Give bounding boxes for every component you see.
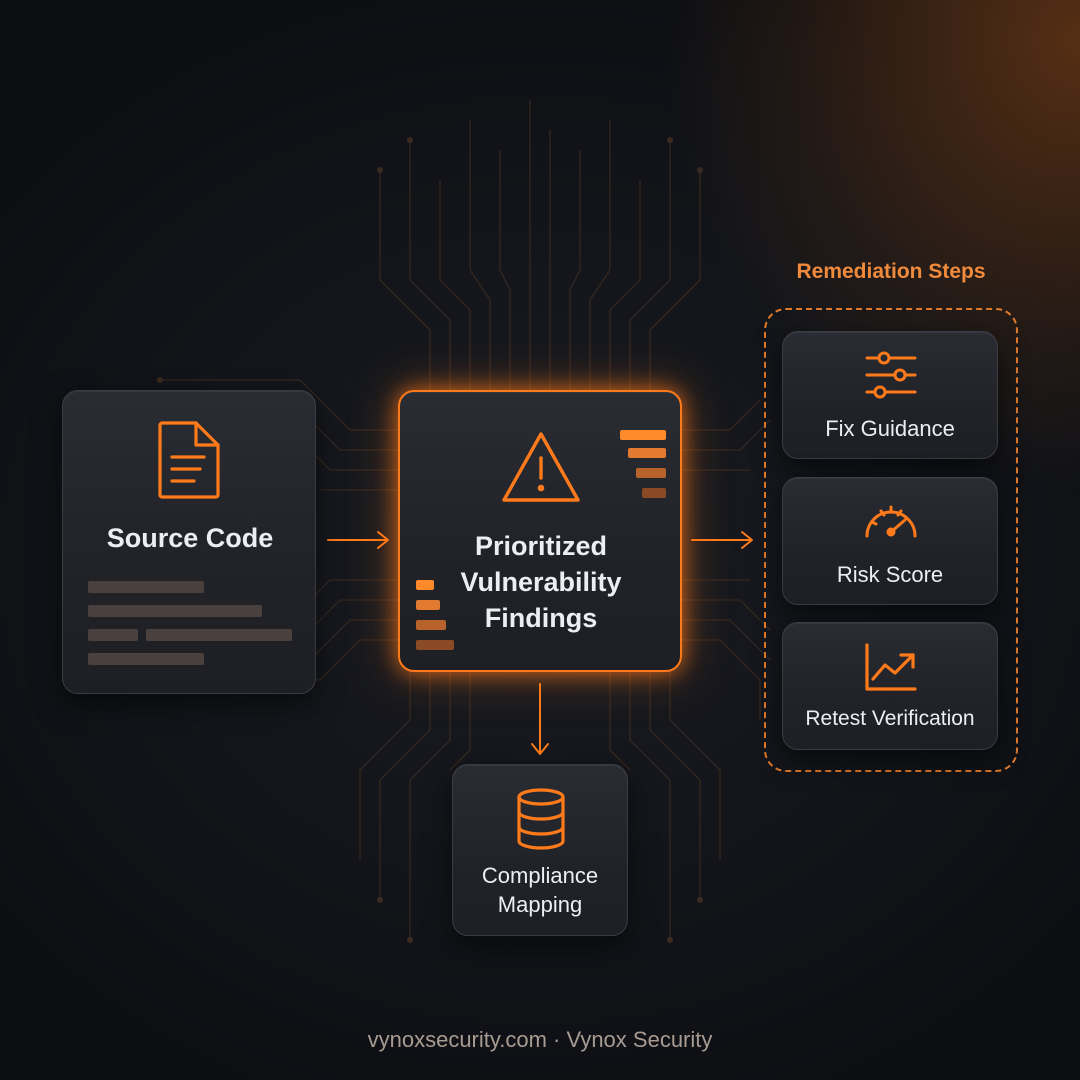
fix-guidance-label: Fix Guidance [825, 416, 955, 441]
compliance-title-line: Compliance [481, 863, 599, 888]
findings-title: Prioritized Vulnerability Findings [400, 528, 682, 636]
code-line-placeholder [88, 629, 138, 641]
risk-score-card[interactable]: Risk Score [782, 477, 998, 605]
code-line-placeholder [146, 629, 292, 641]
code-line-placeholder [88, 581, 204, 593]
trend-chart-icon [863, 643, 919, 693]
code-line-placeholder [88, 653, 204, 665]
findings-title-line: Prioritized [474, 531, 608, 561]
risk-score-label: Risk Score [836, 562, 944, 587]
findings-title-line: Vulnerability [460, 567, 622, 597]
retest-verification-card[interactable]: Retest Verification [782, 622, 998, 750]
compliance-mapping-card[interactable]: Compliance Mapping [452, 764, 628, 936]
document-icon [156, 419, 222, 501]
code-line-placeholder [88, 605, 262, 617]
findings-title-line: Findings [484, 603, 598, 633]
gauge-icon [861, 500, 921, 542]
sliders-icon [865, 350, 917, 400]
database-icon [514, 787, 568, 851]
source-code-card[interactable]: Source Code [62, 390, 316, 694]
remediation-steps-title: Remediation Steps [796, 260, 986, 283]
compliance-mapping-title: Compliance Mapping [453, 861, 627, 919]
fix-guidance-card[interactable]: Fix Guidance [782, 331, 998, 459]
source-code-title: Source Code [106, 523, 274, 553]
warning-triangle-icon [500, 430, 582, 504]
remediation-group [764, 308, 1018, 772]
compliance-title-line: Mapping [497, 892, 583, 917]
retest-verification-label: Retest Verification [805, 707, 975, 730]
footer-credit: vynoxsecurity.com · Vynox Security [367, 1027, 713, 1052]
findings-card[interactable]: Prioritized Vulnerability Findings [398, 390, 682, 672]
